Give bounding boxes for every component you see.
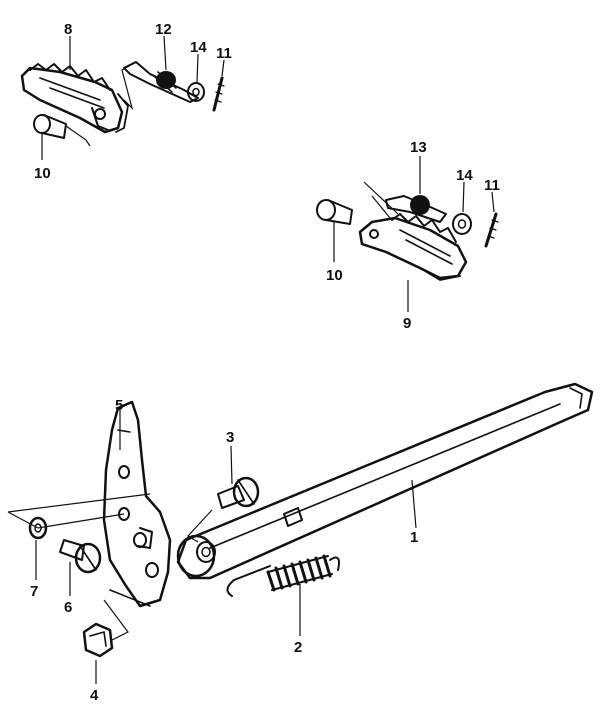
side-stand-assembly [7, 382, 594, 684]
label-part-10b: 10 [326, 267, 343, 284]
label-part-10a: 10 [34, 165, 51, 182]
bolt-6-shape [59, 539, 102, 574]
pin-10b-shape [316, 199, 353, 225]
label-part-11b: 11 [484, 177, 500, 194]
pin-11a-shape [212, 76, 224, 112]
label-part-14b: 14 [456, 167, 473, 184]
label-part-1: 1 [410, 529, 418, 546]
label-part-5: 5 [115, 397, 123, 414]
label-part-9: 9 [403, 315, 411, 332]
label-part-7: 7 [30, 583, 38, 600]
washer-14b-shape [452, 213, 472, 235]
label-part-2: 2 [294, 639, 302, 656]
label-part-8: 8 [64, 21, 72, 38]
label-part-4: 4 [90, 687, 99, 704]
label-part-6: 6 [64, 599, 72, 616]
pin-11b-shape [484, 212, 498, 248]
nut-4-shape [82, 622, 114, 658]
left-footrest-assembly [20, 35, 225, 160]
label-part-3: 3 [226, 429, 234, 446]
side-stand-1-shape [176, 382, 594, 580]
spring-2-shape [226, 554, 340, 597]
spring-12-shape [123, 61, 199, 103]
right-footrest-assembly [316, 156, 499, 312]
label-part-14a: 14 [190, 39, 207, 56]
spring-13-shape [363, 181, 447, 223]
footrest-8-shape [20, 63, 129, 134]
label-part-13: 13 [410, 139, 427, 156]
bracket-5-shape [102, 400, 172, 608]
washer-7-shape [28, 516, 48, 540]
bolt-3-shape [217, 476, 260, 509]
label-part-11a: 11 [216, 45, 232, 62]
label-part-12: 12 [155, 21, 172, 38]
footrest-9-shape [358, 213, 468, 281]
washer-14a-shape [187, 82, 205, 102]
